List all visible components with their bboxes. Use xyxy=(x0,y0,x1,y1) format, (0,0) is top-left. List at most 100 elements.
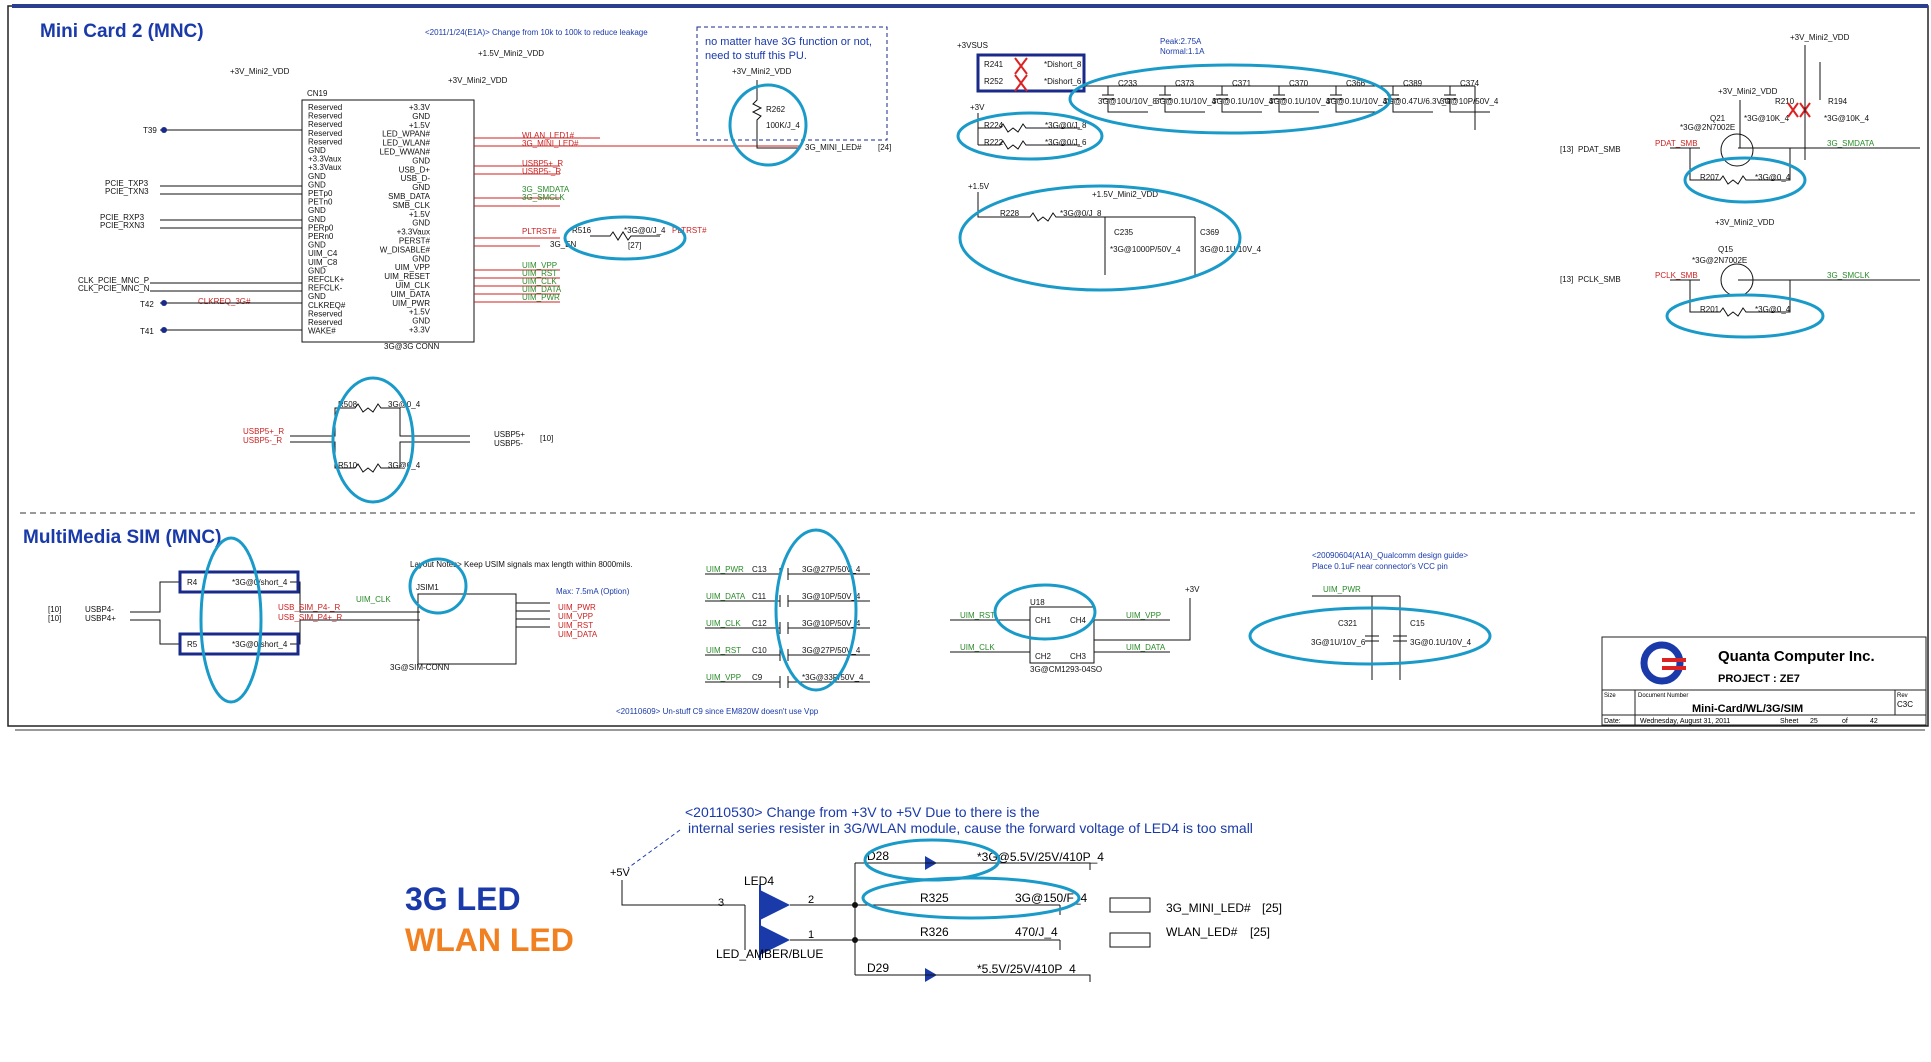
connector-right-pin: +3.3Vaux xyxy=(397,228,430,237)
connector-right-pin: UIM_DATA xyxy=(391,290,431,299)
svg-text:R210: R210 xyxy=(1775,97,1795,106)
svg-text:3G@0_4: 3G@0_4 xyxy=(388,461,421,470)
svg-text:UIM_RST: UIM_RST xyxy=(558,621,593,630)
svg-text:PCLK_SMB: PCLK_SMB xyxy=(1578,275,1621,284)
svg-text:470/J_4: 470/J_4 xyxy=(1015,925,1058,939)
resistor-r516: R516 *3G@0/J_4 PLTRST# [27] xyxy=(563,215,707,261)
sim-cap-ref: C10 xyxy=(752,646,767,655)
sim-cap-ref: C13 xyxy=(752,565,767,574)
connector-right-pin: GND xyxy=(412,317,430,326)
net-pcie-rxn3: PCIE_RXN3 xyxy=(100,221,145,230)
net-pcie-txp3: PCIE_TXP3 xyxy=(105,179,149,188)
connector-left-pin: GND xyxy=(308,241,326,250)
capacitor-ref: C389 xyxy=(1403,79,1423,88)
capacitor-value: 3G@0.1U/10V_4 xyxy=(1269,97,1331,106)
net-3g-mini-led: 3G_MINI_LED# xyxy=(522,139,579,148)
connector-right-pin: GND xyxy=(412,254,430,263)
capacitor-value: 3G@10U/10V_8 xyxy=(1098,97,1157,106)
net-wlan-led: WLAN_LED1# xyxy=(522,131,575,140)
svg-text:R241: R241 xyxy=(984,60,1004,69)
svg-text:R228: R228 xyxy=(1000,209,1020,218)
svg-text:USBP4-: USBP4- xyxy=(85,605,114,614)
connector-left-pin: UIM_C8 xyxy=(308,258,338,267)
svg-text:USB_SIM_P4+_R: USB_SIM_P4+_R xyxy=(278,613,342,622)
connector-left-pin: Reserved xyxy=(308,137,342,146)
svg-text:R4: R4 xyxy=(187,578,198,587)
svg-text:R201: R201 xyxy=(1700,305,1720,314)
svg-text:C369: C369 xyxy=(1200,228,1220,237)
svg-text:3G@CM1293-04SO: 3G@CM1293-04SO xyxy=(1030,665,1102,674)
doc-title: Mini-Card/WL/3G/SIM xyxy=(1692,703,1803,715)
left-nets: PCIE_TXP3 PCIE_TXN3 PCIE_RXP3 PCIE_RXN3 … xyxy=(78,126,302,336)
svg-text:Q21: Q21 xyxy=(1710,114,1726,123)
svg-text:[25]: [25] xyxy=(1262,901,1282,915)
svg-text:*3G@5.5V/25V/410P_4: *3G@5.5V/25V/410P_4 xyxy=(977,850,1104,864)
connector-left-pin: PERn0 xyxy=(308,232,334,241)
svg-text:3G_SMDATA: 3G_SMDATA xyxy=(1827,139,1875,148)
svg-text:42: 42 xyxy=(1870,718,1878,725)
sim-connector: Layout Notes> Keep USIM signals max leng… xyxy=(356,557,633,672)
connector-right-pin: +1.5V xyxy=(409,210,431,219)
svg-text:Layout Notes> Keep USIM signal: Layout Notes> Keep USIM signals max leng… xyxy=(410,560,633,569)
net-uim-vpp: UIM_VPP xyxy=(522,261,557,270)
svg-text:3G@0.1U/10V_4: 3G@0.1U/10V_4 xyxy=(1410,638,1472,647)
sim-net: UIM_VPP xyxy=(706,673,741,682)
svg-text:+3V: +3V xyxy=(1185,585,1200,594)
svg-text:CH2: CH2 xyxy=(1035,652,1052,661)
svg-text:UIM_PWR: UIM_PWR xyxy=(558,603,596,612)
connector-right-pin: UIM_RESET xyxy=(384,272,430,281)
svg-text:+3V_Mini2_VDD: +3V_Mini2_VDD xyxy=(1790,33,1850,42)
connector-left-pin: PERp0 xyxy=(308,223,334,232)
connector-left-pins: ReservedReservedReservedReservedReserved… xyxy=(308,103,346,336)
svg-text:[13]: [13] xyxy=(1560,275,1573,284)
svg-text:C3C: C3C xyxy=(1897,700,1913,709)
svg-text:*3G@10K_4: *3G@10K_4 xyxy=(1744,114,1790,123)
sim-net: UIM_PWR xyxy=(706,565,744,574)
net-clk-pcie-p: CLK_PCIE_MNC_P xyxy=(78,276,149,285)
svg-text:PLTRST#: PLTRST# xyxy=(672,226,707,235)
connector-cn19: CN19 3G@3G CONN ReservedReservedReserved… xyxy=(301,89,475,351)
connector-right-pin: SMB_CLK xyxy=(393,201,431,210)
connector-right-pin: SMB_DATA xyxy=(388,192,431,201)
svg-text:UIM_VPP: UIM_VPP xyxy=(1126,611,1161,620)
connector-left-pin: Reserved xyxy=(308,103,342,112)
section-title-mini-card: Mini Card 2 (MNC) xyxy=(40,21,204,42)
connector-left-pin: WAKE# xyxy=(308,327,336,336)
pwr-15v-filter: +1.5V +1.5V_Mini2_VDD R228 *3G@0/J_8 C23… xyxy=(958,182,1262,292)
svg-text:3G@0.1U/10V_4: 3G@0.1U/10V_4 xyxy=(1200,245,1262,254)
capacitor-value: 3G@0.1U/10V_4 xyxy=(1212,97,1274,106)
svg-text:UIM_CLK: UIM_CLK xyxy=(960,643,995,652)
svg-text:3G_MINI_LED#: 3G_MINI_LED# xyxy=(805,143,862,152)
svg-text:R222: R222 xyxy=(984,138,1004,147)
sim-cap-value: 3G@10P/50V_4 xyxy=(802,592,861,601)
connector-right-pin: LED_WPAN# xyxy=(382,130,430,139)
connector-left-pin: Reserved xyxy=(308,318,342,327)
power-jumpers: +3VSUS R241 R252 *Dishort_8 *Dishort_6 xyxy=(957,41,1086,93)
svg-text:R508: R508 xyxy=(338,400,358,409)
svg-text:PDAT_SMB: PDAT_SMB xyxy=(1655,139,1698,148)
svg-text:USBP5+: USBP5+ xyxy=(494,430,525,439)
sim-net: UIM_DATA xyxy=(706,592,746,601)
net-3g-smclk: 3G_SMCLK xyxy=(522,193,565,202)
net-usbp5p-r: USBP5+_R xyxy=(522,159,563,168)
capacitor-ref: C366 xyxy=(1346,79,1366,88)
connector-left-pin: Reserved xyxy=(308,120,342,129)
svg-text:*3G@1000P/50V_4: *3G@1000P/50V_4 xyxy=(1110,245,1181,254)
resistors-r224-r222: +3V R224 R222 *3G@0/J_8 *3G@0/J_6 xyxy=(956,103,1104,161)
svg-text:100K/J_4: 100K/J_4 xyxy=(766,121,800,130)
connector-left-pin: +3.3Vaux xyxy=(308,155,341,164)
capacitor-ref: C371 xyxy=(1232,79,1252,88)
connector-right-pin: PERST# xyxy=(399,237,431,246)
svg-text:Place 0.1uF near connector's V: Place 0.1uF near connector's VCC pin xyxy=(1312,562,1448,571)
svg-text:3G@SIM-CONN: 3G@SIM-CONN xyxy=(390,663,449,672)
svg-text:R326: R326 xyxy=(920,925,949,939)
note-normal: Normal:1.1A xyxy=(1160,47,1205,56)
sim-cap-ref: C12 xyxy=(752,619,767,628)
net-pltrst: PLTRST# xyxy=(522,227,557,236)
capacitor-ref: C233 xyxy=(1118,79,1138,88)
connector-left-pin: REFCLK- xyxy=(308,284,343,293)
